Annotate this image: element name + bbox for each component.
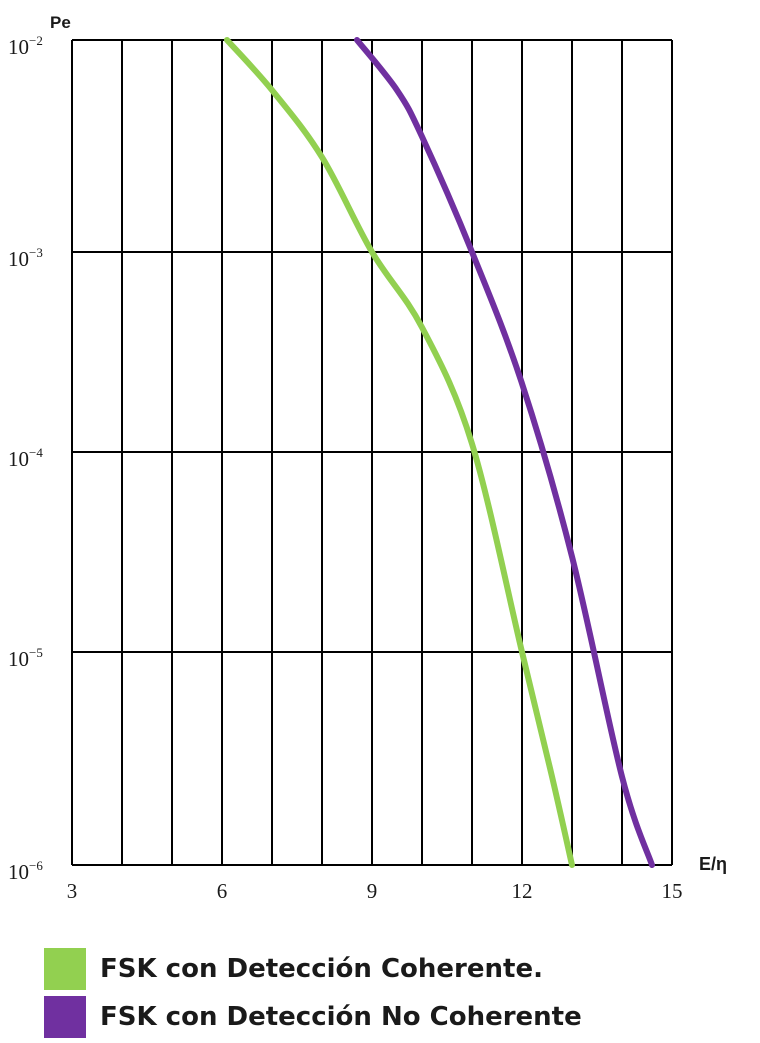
y-axis-label: Pe (50, 13, 71, 32)
y-tick-label: 10−2 (8, 33, 43, 59)
legend-swatch-coherent (44, 948, 86, 990)
x-tick-label: 3 (67, 879, 78, 903)
legend-swatch-noncoherent (44, 996, 86, 1038)
x-axis-label: E/η (699, 854, 727, 874)
y-tick-label: 10−3 (8, 245, 43, 271)
legend: FSK con Detección Coherente. FSK con Det… (44, 948, 582, 1038)
series-line-noncoherent (354, 37, 655, 868)
y-tick-label: 10−4 (8, 445, 43, 471)
y-axis-tick-labels: 10−2 10−3 10−4 10−5 10−6 (8, 33, 43, 884)
legend-label-noncoherent: FSK con Detección No Coherente (100, 1002, 582, 1032)
x-tick-label: 9 (367, 879, 378, 903)
x-tick-label: 12 (512, 879, 533, 903)
x-tick-label: 6 (217, 879, 228, 903)
x-tick-label: 15 (662, 879, 683, 903)
y-tick-label: 10−5 (8, 645, 43, 671)
y-tick-label: 10−6 (8, 858, 43, 884)
chart-canvas: 10−2 10−3 10−4 10−5 10−6 3 6 9 12 15 Pe E/η (8, 13, 727, 903)
series-lines (224, 37, 655, 868)
legend-item-noncoherent: FSK con Detección No Coherente (44, 996, 582, 1038)
x-axis-tick-labels: 3 6 9 12 15 (67, 879, 683, 903)
grid (71, 39, 673, 866)
series-line-coherent (224, 37, 575, 868)
legend-label-coherent: FSK con Detección Coherente. (100, 954, 543, 984)
legend-item-coherent: FSK con Detección Coherente. (44, 948, 582, 990)
